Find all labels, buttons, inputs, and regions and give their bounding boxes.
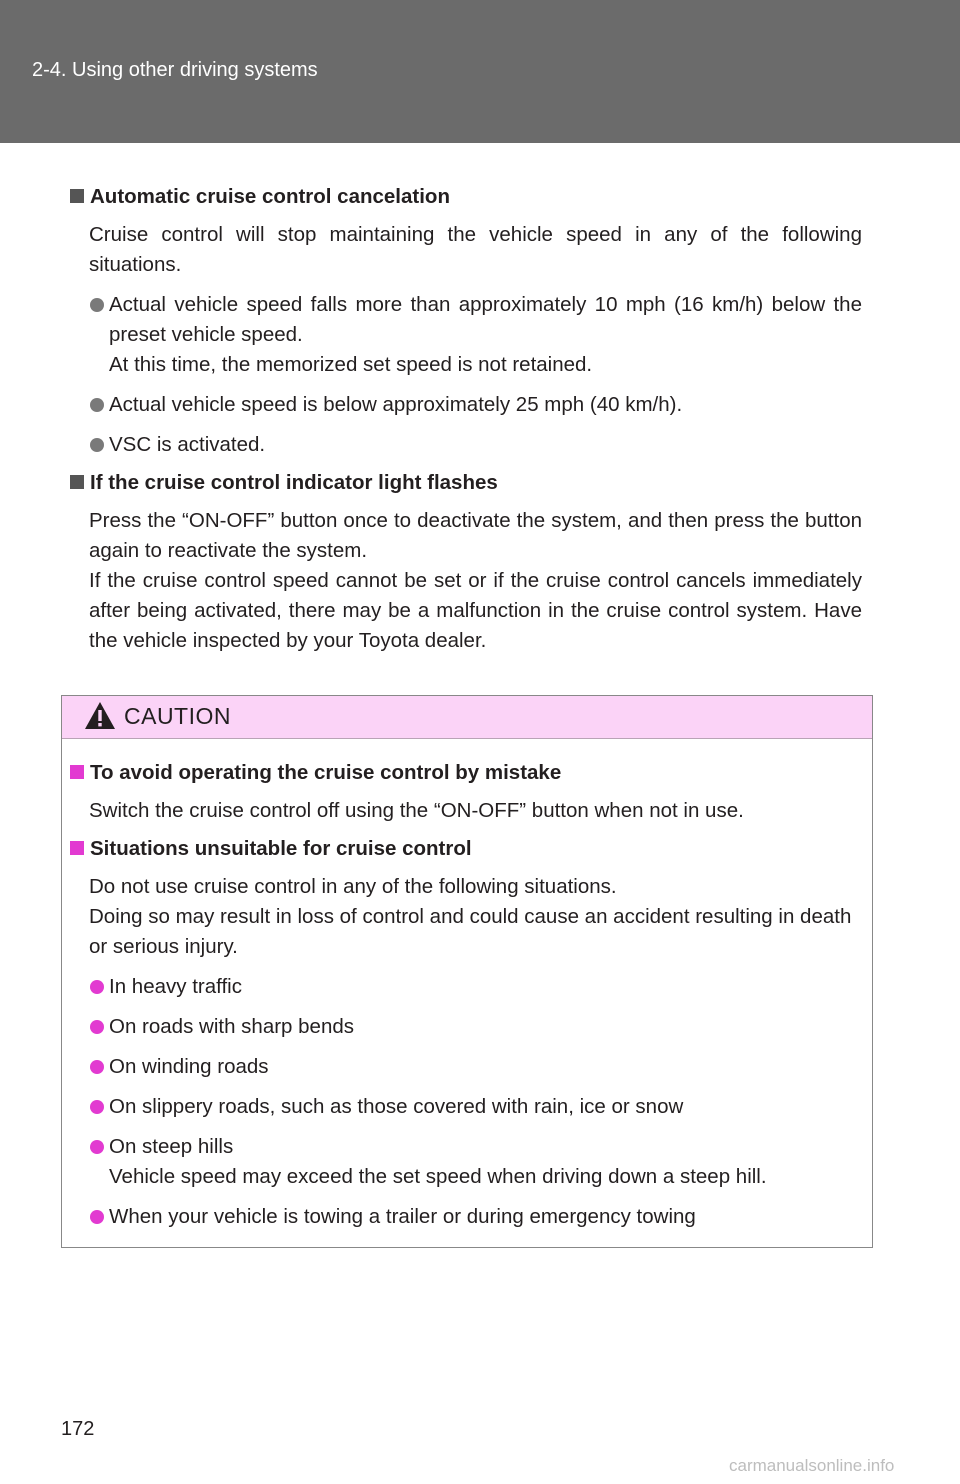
list-item-text: Actual vehicle speed is below approximat… xyxy=(109,393,683,416)
bullet-dot-icon xyxy=(90,298,104,312)
list-item: Actual vehicle speed is below approximat… xyxy=(70,390,862,420)
list-item-text: VSC is activated. xyxy=(109,433,266,456)
page-header: 2-4. Using other driving systems xyxy=(0,0,960,143)
square-bullet-icon xyxy=(70,841,84,855)
bullet-dot-icon xyxy=(90,1060,104,1074)
list-item-text: On roads with sharp bends xyxy=(109,1015,354,1038)
list-item: VSC is activated. xyxy=(70,430,862,460)
square-bullet-icon xyxy=(70,189,84,203)
list-item: On slippery roads, such as those covered… xyxy=(70,1092,862,1122)
indicator-paragraph-1: Press the “ON-OFF” button once to deacti… xyxy=(89,509,862,562)
list-item: When your vehicle is towing a trailer or… xyxy=(70,1202,862,1232)
caution-heading-mistake: To avoid operating the cruise control by… xyxy=(70,758,862,788)
bullet-dot-icon xyxy=(90,438,104,452)
bullet-dot-icon xyxy=(90,1020,104,1034)
list-item-text: On slippery roads, such as those covered… xyxy=(109,1095,684,1118)
section-title: 2-4. Using other driving systems xyxy=(32,59,318,81)
auto-cancel-intro: Cruise control will stop maintaining the… xyxy=(89,223,862,276)
caution-unsuitable-text-1: Do not use cruise control in any of the … xyxy=(89,875,617,898)
heading-auto-cancel: Automatic cruise control cancelation xyxy=(70,182,862,212)
caution-mistake-text: Switch the cruise control off using the … xyxy=(89,799,744,822)
list-item-text: On steep hills xyxy=(109,1135,234,1158)
list-item: Actual vehicle speed falls more than app… xyxy=(70,290,862,380)
list-item: In heavy traffic xyxy=(70,972,862,1002)
square-bullet-icon xyxy=(70,765,84,779)
caution-body: To avoid operating the cruise control by… xyxy=(70,758,862,1232)
list-item-text: In heavy traffic xyxy=(109,975,242,998)
page-number: 172 xyxy=(61,1418,95,1440)
caution-heading-unsuitable: Situations unsuitable for cruise control xyxy=(70,834,862,864)
warning-triangle-icon xyxy=(85,702,115,729)
caution-unsuitable-text-2: Doing so may result in loss of control a… xyxy=(89,905,852,958)
bullet-dot-icon xyxy=(90,398,104,412)
list-item-note: Vehicle speed may exceed the set speed w… xyxy=(109,1165,767,1188)
bullet-dot-icon xyxy=(90,1210,104,1224)
list-item-text: When your vehicle is towing a trailer or… xyxy=(109,1205,696,1228)
caution-header: CAUTION xyxy=(62,696,872,739)
list-item: On winding roads xyxy=(70,1052,862,1082)
bullet-dot-icon xyxy=(90,980,104,994)
bullet-dot-icon xyxy=(90,1140,104,1154)
caution-title: CAUTION xyxy=(124,703,231,729)
main-content: Automatic cruise control cancelation Cru… xyxy=(70,182,862,656)
list-item-text: On winding roads xyxy=(109,1055,269,1078)
heading-indicator-flashes: If the cruise control indicator light fl… xyxy=(70,468,862,498)
list-item: On roads with sharp bends xyxy=(70,1012,862,1042)
list-item-note: At this time, the memorized set speed is… xyxy=(109,353,593,376)
caution-box: CAUTION To avoid operating the cruise co… xyxy=(61,695,873,1248)
bullet-dot-icon xyxy=(90,1100,104,1114)
list-item: On steep hills Vehicle speed may exceed … xyxy=(70,1132,862,1192)
list-item-text: Actual vehicle speed falls more than app… xyxy=(109,293,862,346)
indicator-paragraph-2: If the cruise control speed cannot be se… xyxy=(89,569,862,652)
square-bullet-icon xyxy=(70,475,84,489)
watermark: carmanualsonline.info xyxy=(729,1456,895,1475)
